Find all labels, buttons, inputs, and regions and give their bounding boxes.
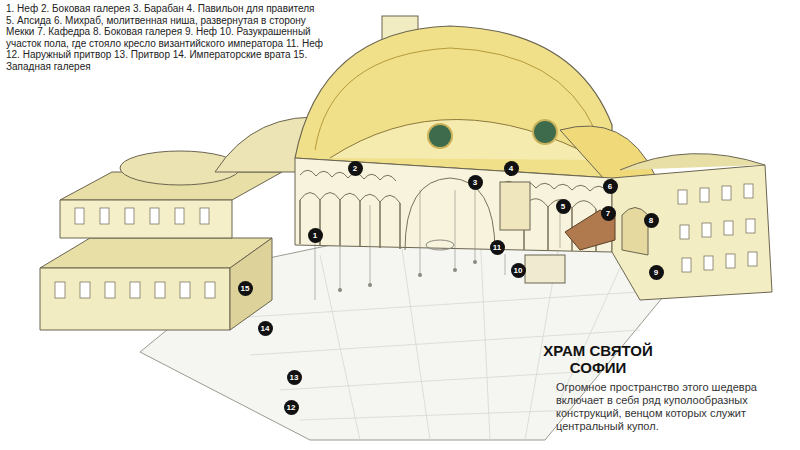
legend-entry: 13. Притвор: [114, 49, 170, 60]
callout-number: 15: [238, 281, 253, 296]
callout-number: 9: [649, 265, 664, 280]
legend-entry: 9. Неф: [185, 26, 217, 37]
callout-number: 12: [284, 400, 299, 415]
legend-entry: 14. Императорские врата: [173, 49, 291, 60]
legend-entry: 4. Павильон для правителя: [187, 3, 315, 14]
legend-entry: 8. Боковая галерея: [93, 26, 182, 37]
legend-entry: 7. Кафедра: [37, 26, 90, 37]
title: ХРАМ СВЯТОЙ СОФИИ: [528, 342, 668, 376]
callout-number: 3: [468, 175, 483, 190]
legend-entry: 3. Барабан: [133, 3, 184, 14]
legend-entry: 1. Неф: [6, 3, 38, 14]
legend-entry: 12. Наружный притвор: [6, 49, 111, 60]
callout-number: 10: [511, 263, 526, 278]
callout-number: 7: [601, 206, 616, 221]
legend-entry: 2. Боковая галерея: [41, 3, 130, 14]
legend-text: 1. Неф 2. Боковая галерея 3. Барабан 4. …: [6, 3, 324, 73]
callout-number: 8: [644, 213, 659, 228]
callout-number: 1: [308, 228, 323, 243]
callout-number: 6: [603, 179, 618, 194]
callout-number: 14: [258, 321, 273, 336]
callout-number: 2: [348, 161, 363, 176]
caption: Огромное пространство этого шедевра вклю…: [556, 381, 794, 433]
legend-entry: 5. Апсида: [6, 15, 51, 26]
callout-number: 13: [287, 370, 302, 385]
callout-number: 5: [556, 199, 571, 214]
legend-entry: 11. Неф: [286, 38, 323, 49]
callout-number: 11: [490, 240, 505, 255]
callout-number: 4: [504, 161, 519, 176]
